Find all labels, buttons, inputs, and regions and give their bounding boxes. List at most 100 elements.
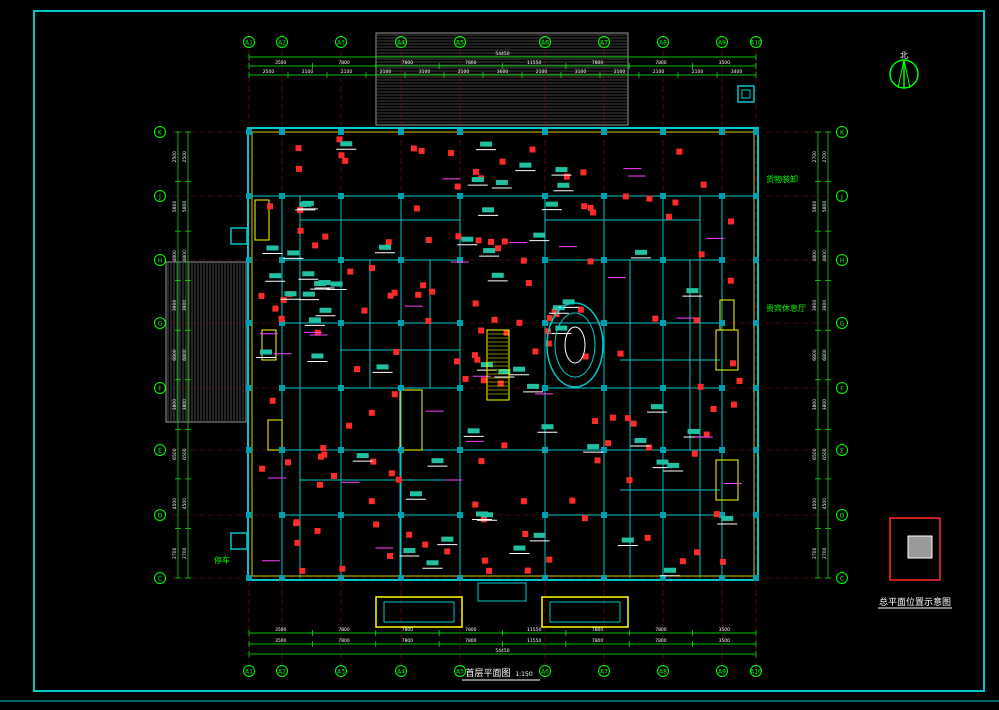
dimension-text: 2500 (263, 69, 275, 75)
dimension-text: 4800 (182, 250, 188, 262)
grid-bubble-row: C (836, 572, 848, 584)
dimension-text: 2700 (812, 151, 818, 163)
ramp-hatch-left (165, 261, 247, 423)
label-loading-area: 货物装卸 (766, 174, 798, 184)
elevator-symbol-left (230, 227, 248, 550)
grid-bubble-col: A1 (243, 36, 255, 48)
dimension-text: 11550 (527, 60, 541, 66)
dimension-text: 3600 (497, 69, 509, 75)
grid-bubble-label: E (158, 448, 162, 455)
dimension-text: 7800 (465, 638, 477, 644)
grid-bubble-col: A5 (454, 36, 466, 48)
dimension-text: 3800 (182, 399, 188, 411)
grid-bubble-row: H (154, 254, 166, 266)
interior-walls (250, 195, 756, 578)
label-parking: 停车 (214, 555, 230, 565)
grid-bubble-col: A8 (657, 665, 669, 677)
drawing-title: 首层平面图 1:150 (462, 667, 540, 681)
grid-bubble-label: A5 (456, 669, 464, 676)
grid-bubble-row: K (836, 126, 848, 138)
dimension-text: 4500 (182, 498, 188, 510)
dimension-text: 3800 (812, 399, 818, 411)
dimension-text: 6800 (812, 349, 818, 361)
grid-bubble-label: K (158, 130, 163, 137)
dimension-text: 2500 (172, 151, 178, 163)
grid-bubble-label: A2 (278, 40, 286, 47)
dimension-text: 2700 (822, 547, 828, 559)
dimension-text: 2100 (380, 69, 392, 75)
dimension-text: 3900 (182, 300, 188, 312)
grid-bubble-label: A5 (456, 40, 464, 47)
dimension-text: 7800 (592, 638, 604, 644)
grid-bubble-label: F (840, 386, 844, 393)
dimension-text: 7800 (402, 627, 414, 633)
dimension-text: 3100 (419, 69, 431, 75)
dimension-text: 6500 (182, 448, 188, 460)
entrance-canopy (477, 582, 527, 602)
dimension-text: 4500 (812, 498, 818, 510)
grid-bubble-label: C (158, 576, 162, 583)
dimension-text: 2100 (302, 69, 314, 75)
dimensions-right: 2700 5800 4800 3900 6800 3800 6500 4500 2700 2700… (812, 131, 831, 579)
grid-bubble-row: E (154, 444, 166, 456)
dimension-text: 4800 (812, 250, 818, 262)
dimension-text: 3800 (172, 399, 178, 411)
grid-bubble-col: A4 (395, 665, 407, 677)
dimension-text: 2700 (172, 547, 178, 559)
roof-hatch-top (375, 32, 629, 126)
grid-bubble-row: F (154, 382, 166, 394)
dimension-text: 2700 (812, 547, 818, 559)
dimension-text: 3500 (275, 60, 287, 66)
grid-bubble-label: A4 (397, 669, 405, 676)
dimension-text: 3900 (822, 300, 828, 312)
dimension-text: 6800 (822, 349, 828, 361)
dimension-text: 11550 (527, 627, 541, 633)
elevator-symbol-top (737, 85, 755, 103)
dimension-text: 3900 (172, 300, 178, 312)
dimension-text: 54450 (495, 51, 509, 57)
dimension-text: 3900 (812, 300, 818, 312)
dimension-text: 7800 (338, 638, 350, 644)
grid-bubble-row: E (836, 444, 848, 456)
dimension-text: 2100 (341, 69, 353, 75)
key-plan: 总平面位置示意图 (878, 517, 952, 609)
north-label: 北 (900, 51, 908, 60)
grid-bubble-label: H (840, 258, 845, 265)
grid-bubble-col: A6 (539, 665, 551, 677)
dimension-text: 3100 (575, 69, 587, 75)
door-markers (258, 136, 743, 574)
dimension-text: 7800 (338, 60, 350, 66)
grid-bubble-label: A2 (278, 669, 286, 676)
dimension-text: 2100 (653, 69, 665, 75)
grid-bubble-label: A3 (337, 40, 345, 47)
grid-bubble-label: F (158, 386, 162, 393)
dimension-text: 7800 (592, 60, 604, 66)
grid-bubble-label: A1 (245, 40, 253, 47)
drawing-scale: 1:150 (515, 671, 532, 678)
grid-bubble-label: J (840, 194, 843, 201)
drawing-title-text: 首层平面图 (465, 667, 510, 679)
grid-bubble-label: A1 (245, 669, 253, 676)
grid-bubble-label: A8 (659, 669, 667, 676)
dimension-text: 6800 (172, 349, 178, 361)
grid-bubble-row: G (836, 317, 848, 329)
grid-bubble-col: A2 (276, 36, 288, 48)
grid-bubble-label: A7 (600, 669, 608, 676)
grid-bubble-col: A1 (243, 665, 255, 677)
dimension-text: 7800 (655, 638, 667, 644)
grid-bubble-row: H (836, 254, 848, 266)
grid-bubble-label: K (840, 130, 845, 137)
dimension-text: 7800 (338, 627, 350, 633)
grid-bubble-label: D (840, 513, 845, 520)
dimension-text: 7800 (465, 60, 477, 66)
dimension-text: 6500 (812, 448, 818, 460)
grid-bubble-label: A9 (718, 669, 726, 676)
dimension-text: 3400 (731, 69, 743, 75)
entrance-left (375, 596, 463, 628)
grid-bubble-row: D (154, 509, 166, 521)
dimension-text: 2100 (614, 69, 626, 75)
dimension-text: 5800 (812, 200, 818, 212)
grid-bubble-row: G (154, 317, 166, 329)
grid-bubble-col: A5 (454, 665, 466, 677)
